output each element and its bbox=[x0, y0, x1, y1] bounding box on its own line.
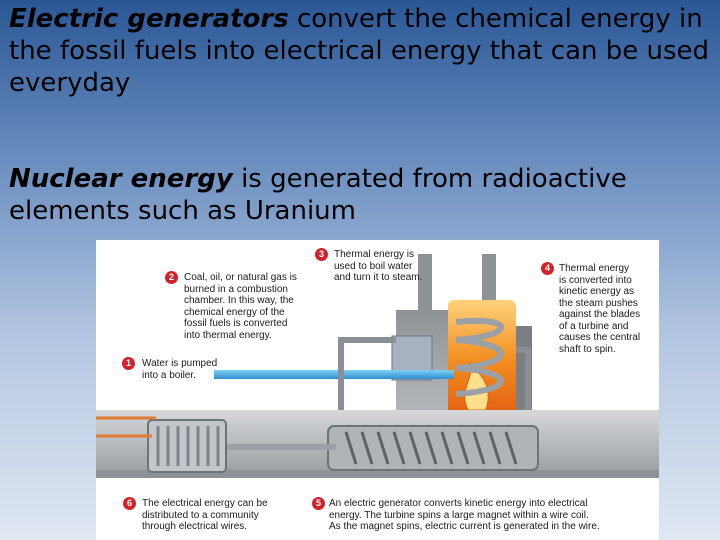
steam-pipe bbox=[338, 337, 396, 430]
callout-6-badge: 6 bbox=[123, 497, 136, 510]
term-electric-generators: Electric generators bbox=[9, 4, 289, 34]
term-nuclear-energy: Nuclear energy bbox=[9, 164, 233, 194]
callout-4-badge: 4 bbox=[541, 262, 554, 275]
plant-floor-front bbox=[96, 470, 659, 478]
power-wires bbox=[96, 416, 156, 438]
callout-5-text: An electric generator converts kinetic e… bbox=[329, 498, 600, 532]
callout-2-text: Coal, oil, or natural gas is burned in a… bbox=[184, 272, 297, 341]
turbine-blades bbox=[344, 431, 518, 465]
paragraph-generators: Electric generators convert the chemical… bbox=[9, 3, 714, 99]
turbine-shaft bbox=[186, 444, 336, 450]
power-plant-diagram: 1 Water is pumped into a boiler. 2 Coal,… bbox=[96, 240, 659, 540]
paragraph-nuclear-text: is generated from radioactive elements s… bbox=[9, 164, 627, 226]
callout-1-text: Water is pumped into a boiler. bbox=[142, 358, 218, 381]
paragraph-generators-text: convert the chemical energy in the fossi… bbox=[9, 4, 710, 98]
chimney-left bbox=[418, 254, 432, 324]
callout-1-badge: 1 bbox=[122, 357, 135, 370]
callout-4-text: Thermal energy is converted into kinetic… bbox=[559, 263, 641, 355]
return-pipe bbox=[516, 347, 531, 435]
generator-coil bbox=[156, 426, 220, 466]
power-plant-illustration bbox=[96, 254, 659, 478]
callout-3-text: Thermal energy is used to boil water and… bbox=[334, 249, 423, 283]
boiler-coil bbox=[455, 317, 504, 397]
callout-2-badge: 2 bbox=[165, 271, 178, 284]
callout-6-text: The electrical energy can be distributed… bbox=[142, 498, 268, 532]
water-inlet-pipe bbox=[214, 370, 454, 379]
callout-5-badge: 5 bbox=[312, 497, 325, 510]
paragraph-nuclear: Nuclear energy is generated from radioac… bbox=[9, 163, 714, 227]
callout-3-badge: 3 bbox=[315, 248, 328, 261]
